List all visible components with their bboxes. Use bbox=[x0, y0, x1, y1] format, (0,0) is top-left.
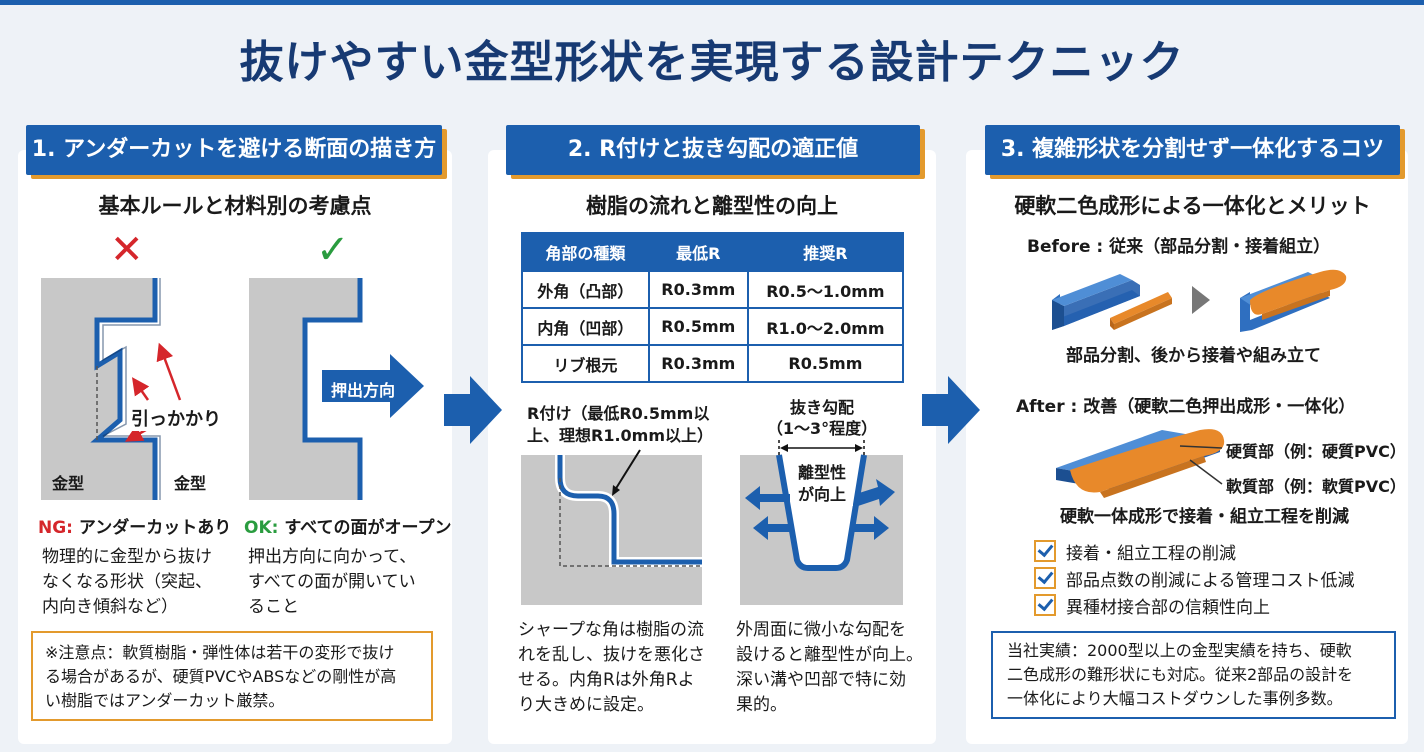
table-cell: 内角（凹部） bbox=[521, 307, 650, 346]
before-caption: 部品分割、後から接着や組み立て bbox=[1066, 346, 1321, 366]
release-label: 離型性が向上 bbox=[791, 462, 853, 506]
after-label: After : 改善（硬軟二色押出成形・一体化） bbox=[1016, 397, 1356, 417]
after-integrated-illustration bbox=[1056, 429, 1225, 498]
radius-table: 角部の種類 最低R 推奨R 外角（凸部） R0.3mm R0.5〜1.0mm 内… bbox=[521, 232, 905, 383]
ng-heading: NG: アンダーカットあり bbox=[38, 518, 232, 538]
hook-label: 引っかかり bbox=[131, 405, 221, 431]
ng-description: 物理的に金型から抜けなくなる形状（突起、内向き傾斜など） bbox=[42, 547, 212, 617]
table-cell: R0.5〜1.0mm bbox=[746, 270, 905, 309]
direction-label: 押出方向 bbox=[331, 381, 396, 400]
r-corner-diagram bbox=[521, 449, 702, 605]
table-cell: 外角（凸部） bbox=[521, 270, 650, 309]
check-icon bbox=[1034, 567, 1056, 589]
ok-heading: OK: すべての面がオープン bbox=[244, 518, 452, 538]
caution-note: ※注意点：軟質樹脂・弾性体は若干の変形で抜ける場合があるが、硬質PVCやABSな… bbox=[31, 631, 433, 721]
ng-mold-diagram bbox=[41, 278, 221, 500]
table-header-row: 角部の種類 最低R 推奨R bbox=[521, 232, 905, 272]
check-icon bbox=[1034, 594, 1056, 616]
benefit-item: 接着・組立工程の削減 bbox=[1034, 540, 1236, 566]
track-record-note: 当社実績：2000型以上の金型実績を持ち、硬軟二色成形の難形状にも対応。従来2部… bbox=[991, 631, 1396, 719]
draft-description: 外周面に微小な勾配を設けると離型性が向上。深い溝や凹部で特に効果的。 bbox=[736, 620, 923, 715]
r-corner-description: シャープな角は樹脂の流れを乱し、抜けを悪化させる。内角Rは外角Rより大きめに設定… bbox=[518, 620, 705, 715]
table-cell: R0.3mm bbox=[647, 270, 749, 309]
table-header: 角部の種類 bbox=[521, 232, 650, 272]
before-parts-illustration bbox=[1052, 269, 1347, 332]
ok-mold-diagram bbox=[249, 278, 429, 500]
page-title: 抜けやすい金型形状を実現する設計テクニック bbox=[239, 37, 1185, 88]
table-row: リブ根元 R0.3mm R0.5mm bbox=[521, 344, 905, 383]
section1-header: 1. アンダーカットを避ける断面の描き方 bbox=[26, 125, 442, 175]
table-header: 推奨R bbox=[746, 232, 905, 272]
section3-header: 3. 複雑形状を分割せず一体化するコツ bbox=[985, 125, 1400, 175]
hard-part-label: 硬質部（例：硬質PVC） bbox=[1226, 442, 1406, 461]
section2-header: 2. R付けと抜き勾配の適正値 bbox=[506, 125, 920, 175]
table-cell: R1.0〜2.0mm bbox=[746, 307, 905, 346]
table-cell: リブ根元 bbox=[521, 344, 650, 383]
section3-subtitle: 硬軟二色成形による一体化とメリット bbox=[1014, 194, 1371, 218]
ng-cross-icon: ✕ bbox=[110, 227, 144, 273]
section1-subtitle: 基本ルールと材料別の考慮点 bbox=[98, 194, 372, 218]
ok-check-icon: ✓ bbox=[316, 227, 350, 273]
before-label: Before : 従来（部品分割・接着組立） bbox=[1027, 237, 1331, 257]
ok-description: 押出方向に向かって、すべての面が開いていること bbox=[248, 547, 417, 617]
table-cell: R0.3mm bbox=[647, 344, 749, 383]
benefit-item: 部品点数の削減による管理コスト低減 bbox=[1034, 567, 1355, 593]
flow-arrow-1 bbox=[444, 376, 502, 444]
table-header: 最低R bbox=[647, 232, 749, 272]
draft-angle-label: 抜き勾配（1〜3°程度） bbox=[766, 398, 878, 438]
top-accent-bar bbox=[0, 0, 1424, 5]
mold-label-right: 金型 bbox=[174, 474, 207, 493]
after-caption: 硬軟一体成形で接着・組立工程を削減 bbox=[1060, 507, 1349, 527]
table-cell: R0.5mm bbox=[647, 307, 749, 346]
section2-subtitle: 樹脂の流れと離型性の向上 bbox=[586, 194, 838, 218]
check-icon bbox=[1034, 540, 1056, 562]
benefit-item: 異種材接合部の信頼性向上 bbox=[1034, 594, 1270, 620]
table-cell: R0.5mm bbox=[746, 344, 905, 383]
soft-part-label: 軟質部（例：軟質PVC） bbox=[1226, 477, 1406, 496]
table-row: 外角（凸部） R0.3mm R0.5〜1.0mm bbox=[521, 270, 905, 309]
r-corner-label: R付け（最低R0.5mm以上、理想R1.0mm以上） bbox=[527, 404, 714, 445]
mold-label-left: 金型 bbox=[52, 474, 85, 493]
table-row: 内角（凹部） R0.5mm R1.0〜2.0mm bbox=[521, 307, 905, 346]
flow-arrow-2 bbox=[922, 376, 980, 444]
